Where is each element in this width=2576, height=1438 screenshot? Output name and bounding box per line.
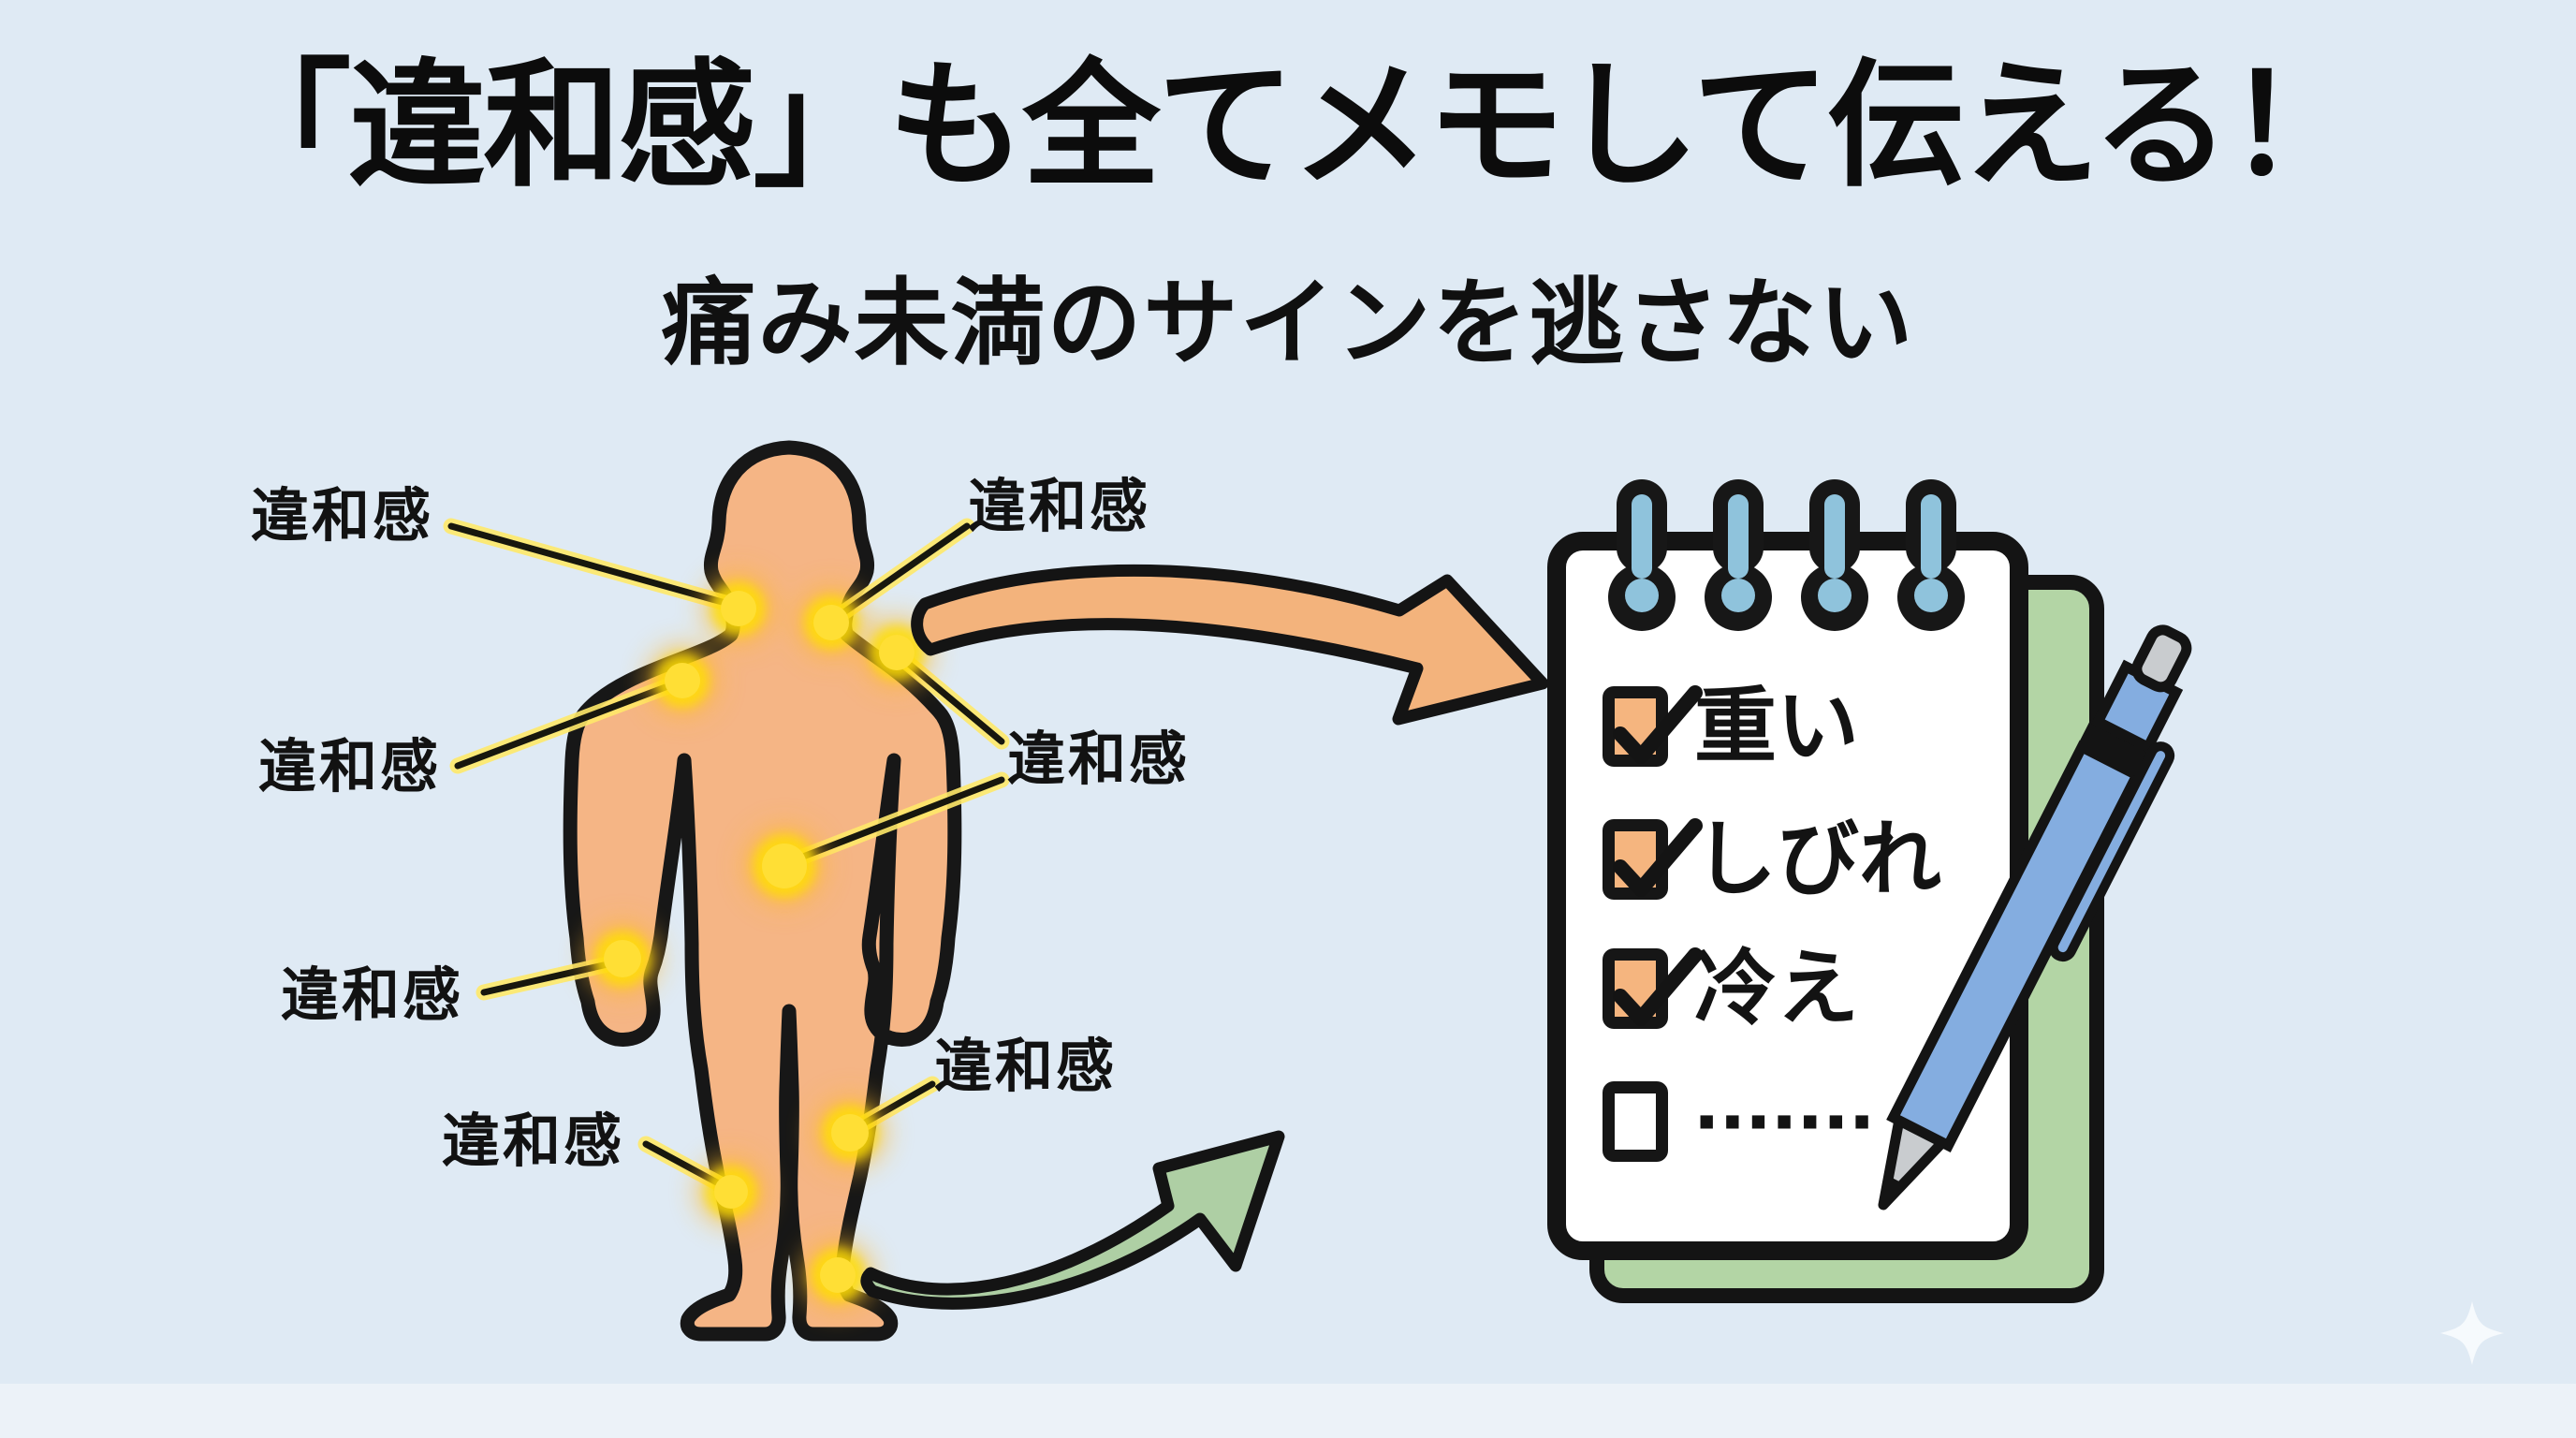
sparkle-icon: [2440, 1301, 2504, 1365]
checkmark-icon: [1613, 685, 1703, 764]
annotation-label-left-hand: 違和感: [281, 963, 464, 1028]
dot-right-ankle: [820, 1257, 856, 1293]
page-title: 「違和感」も全てメモして伝える！: [213, 50, 2364, 203]
checklist-item-heavy: 重い: [1603, 680, 1860, 772]
annotation-label-left-knee: 違和感: [442, 1109, 625, 1174]
dot-left-hand: [604, 940, 641, 977]
checklist-item-label: しびれ: [1694, 813, 1942, 905]
dot-right-neck: [813, 605, 849, 640]
dot-right-knee: [831, 1114, 869, 1152]
checkmark-icon: [1613, 947, 1703, 1026]
pen-ink-point: [1881, 1175, 1906, 1209]
dot-left-shoulder: [665, 663, 700, 698]
checklist-item-other: ·······: [1603, 1077, 1879, 1166]
checklist-item-label: ·······: [1694, 1071, 1879, 1171]
dot-left-neck: [721, 591, 756, 626]
lower-arrow: [860, 1130, 1285, 1310]
dot-right-shoulder: [879, 635, 915, 670]
checklist-item-numbness: しびれ: [1603, 813, 1942, 905]
checkbox-icon: [1603, 685, 1703, 767]
bottom-light-band: [0, 1384, 2576, 1438]
annotation-label-left-shoulder: 違和感: [258, 735, 442, 800]
annotation-label-right-shoulder: 違和感: [1007, 727, 1191, 792]
pen: [1878, 624, 2192, 1211]
checklist-item-label: 冷え: [1694, 942, 1860, 1034]
spiral-rings: [1608, 479, 1965, 631]
annotation-label-right-knee: 違和感: [934, 1034, 1118, 1099]
annotation-label-left-neck: 違和感: [251, 484, 434, 549]
checklist-item-coldness: 冷え: [1603, 942, 1860, 1034]
checkbox-icon: [1603, 947, 1703, 1029]
pen-clip: [2048, 741, 2175, 962]
upper-arrow: [911, 564, 1549, 726]
page-subtitle: 痛み未満のサインを逃さない: [661, 271, 1915, 376]
dot-abdomen: [762, 844, 807, 888]
annotation-label-right-neck: 違和感: [968, 475, 1151, 539]
discomfort-glow-dots: [583, 570, 935, 1313]
checkbox-icon: [1603, 818, 1703, 900]
checkbox-icon: [1603, 1081, 1668, 1162]
pen-separator: [2078, 718, 2154, 777]
pen-button: [2131, 624, 2192, 693]
checklist-item-label: 重い: [1694, 680, 1860, 772]
checkmark-icon: [1613, 818, 1703, 897]
dot-left-knee: [714, 1175, 748, 1209]
